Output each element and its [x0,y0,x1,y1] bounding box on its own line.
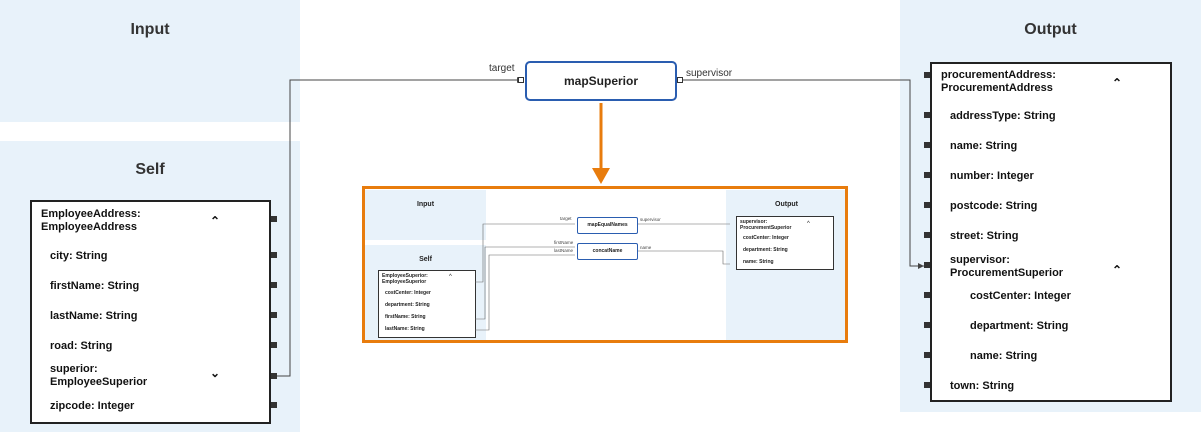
output-node[interactable]: procurementAddress: ProcurementAddress ⌃… [930,62,1172,402]
map-superior-function[interactable]: mapSuperior [525,61,677,101]
preview-output-title: Output [775,201,798,208]
out-port[interactable] [924,292,930,298]
preview-connector [637,250,730,265]
preview-name-label: name [640,245,652,250]
preview-self-node: EmployeeSuperior: EmployeeSuperior ^ cos… [378,270,476,338]
chevron-up-icon[interactable]: ⌃ [210,214,221,228]
connector-supervisor-to-output [683,79,924,267]
output-field: number: Integer [950,170,1034,182]
port-city[interactable] [271,252,277,258]
preview-self-field: lastName: String [385,326,425,332]
preview-target-label: target [560,216,572,221]
out-port[interactable] [924,72,930,78]
port-road[interactable] [271,342,277,348]
chevron-up-icon[interactable]: ⌃ [1112,263,1123,277]
preview-supervisor-label: supervisor [640,217,661,222]
self-field: firstName: String [50,280,140,292]
output-field: town: String [950,380,1015,392]
preview-function-node: mapEqualNames [577,217,638,234]
output-field: name: String [950,140,1018,152]
connector-superior-to-target [277,79,517,377]
preview-input-panel: Input [365,190,486,240]
preview-output-chevron-icon: ^ [807,221,810,227]
preview-output-header: supervisor: ProcurementSuperior [740,219,792,231]
preview-self-field: firstName: String [385,314,426,320]
input-panel: Input [0,0,300,122]
preview-self-field: costCenter: Integer [385,290,431,296]
arrowhead-icon [918,263,924,269]
target-port[interactable] [518,77,524,83]
supervisor-port[interactable] [677,77,683,83]
preview-self-title: Self [419,256,432,263]
preview-connector [475,223,575,283]
output-field: street: String [950,230,1019,242]
self-node-header: EmployeeAddress: EmployeeAddress [41,208,141,233]
output-subfield: costCenter: Integer [970,290,1071,302]
out-port[interactable] [924,142,930,148]
out-port[interactable] [924,112,930,118]
preview-connector [475,246,575,320]
out-port[interactable] [924,322,930,328]
out-port[interactable] [924,352,930,358]
out-port[interactable] [924,232,930,238]
preview-input-title: Input [416,201,435,208]
preview-self-header: EmployeeSuperior: EmployeeSuperior [382,273,428,285]
preview-lastname-label: lastName [554,248,574,253]
port-superior[interactable] [271,373,277,379]
output-subfield: department: String [970,320,1069,332]
out-port[interactable] [924,172,930,178]
self-field: superior: EmployeeSuperior [50,363,148,388]
preview-output-field: name: String [743,259,774,265]
preview-function-node: concatName [577,243,638,260]
target-port-label: target [489,63,515,74]
out-port[interactable] [924,202,930,208]
out-port[interactable] [924,262,930,268]
self-panel-title: Self [135,161,165,178]
output-subfield: name: String [970,350,1038,362]
preview-self-chevron-icon: ^ [449,274,452,280]
output-field: postcode: String [950,200,1038,212]
preview-connector [475,254,575,331]
self-field: city: String [50,250,108,262]
self-field: zipcode: Integer [50,400,135,412]
port-zipcode[interactable] [271,402,277,408]
port-firstname[interactable] [271,282,277,288]
output-node-header: procurementAddress: ProcurementAddress [941,69,1056,94]
preview-output-field: costCenter: Integer [743,235,789,241]
preview-output-node: supervisor: ProcurementSuperior ^ costCe… [736,216,834,270]
out-port[interactable] [924,382,930,388]
nested-mapping-preview[interactable]: Input Self EmployeeSuperior: EmployeeSup… [362,186,848,343]
output-panel-title: Output [1024,21,1077,38]
input-panel-title: Input [130,21,170,38]
chevron-up-icon[interactable]: ⌃ [1112,76,1123,90]
port-lastname[interactable] [271,312,277,318]
output-field: supervisor: ProcurementSuperior [950,254,1064,279]
preview-self-field: department: String [385,302,430,308]
self-field: lastName: String [50,310,138,322]
port-header[interactable] [271,216,277,222]
chevron-down-icon[interactable]: ⌄ [210,366,221,380]
supervisor-port-label: supervisor [686,68,733,79]
self-node[interactable]: EmployeeAddress: EmployeeAddress ⌃ city:… [30,200,271,424]
preview-output-field: department: String [743,247,788,253]
self-field: road: String [50,340,113,352]
expand-arrow-icon [592,168,610,184]
preview-connector-layer [475,223,730,331]
preview-firstname-label: firstName [554,240,574,245]
output-field: addressType: String [950,110,1056,122]
